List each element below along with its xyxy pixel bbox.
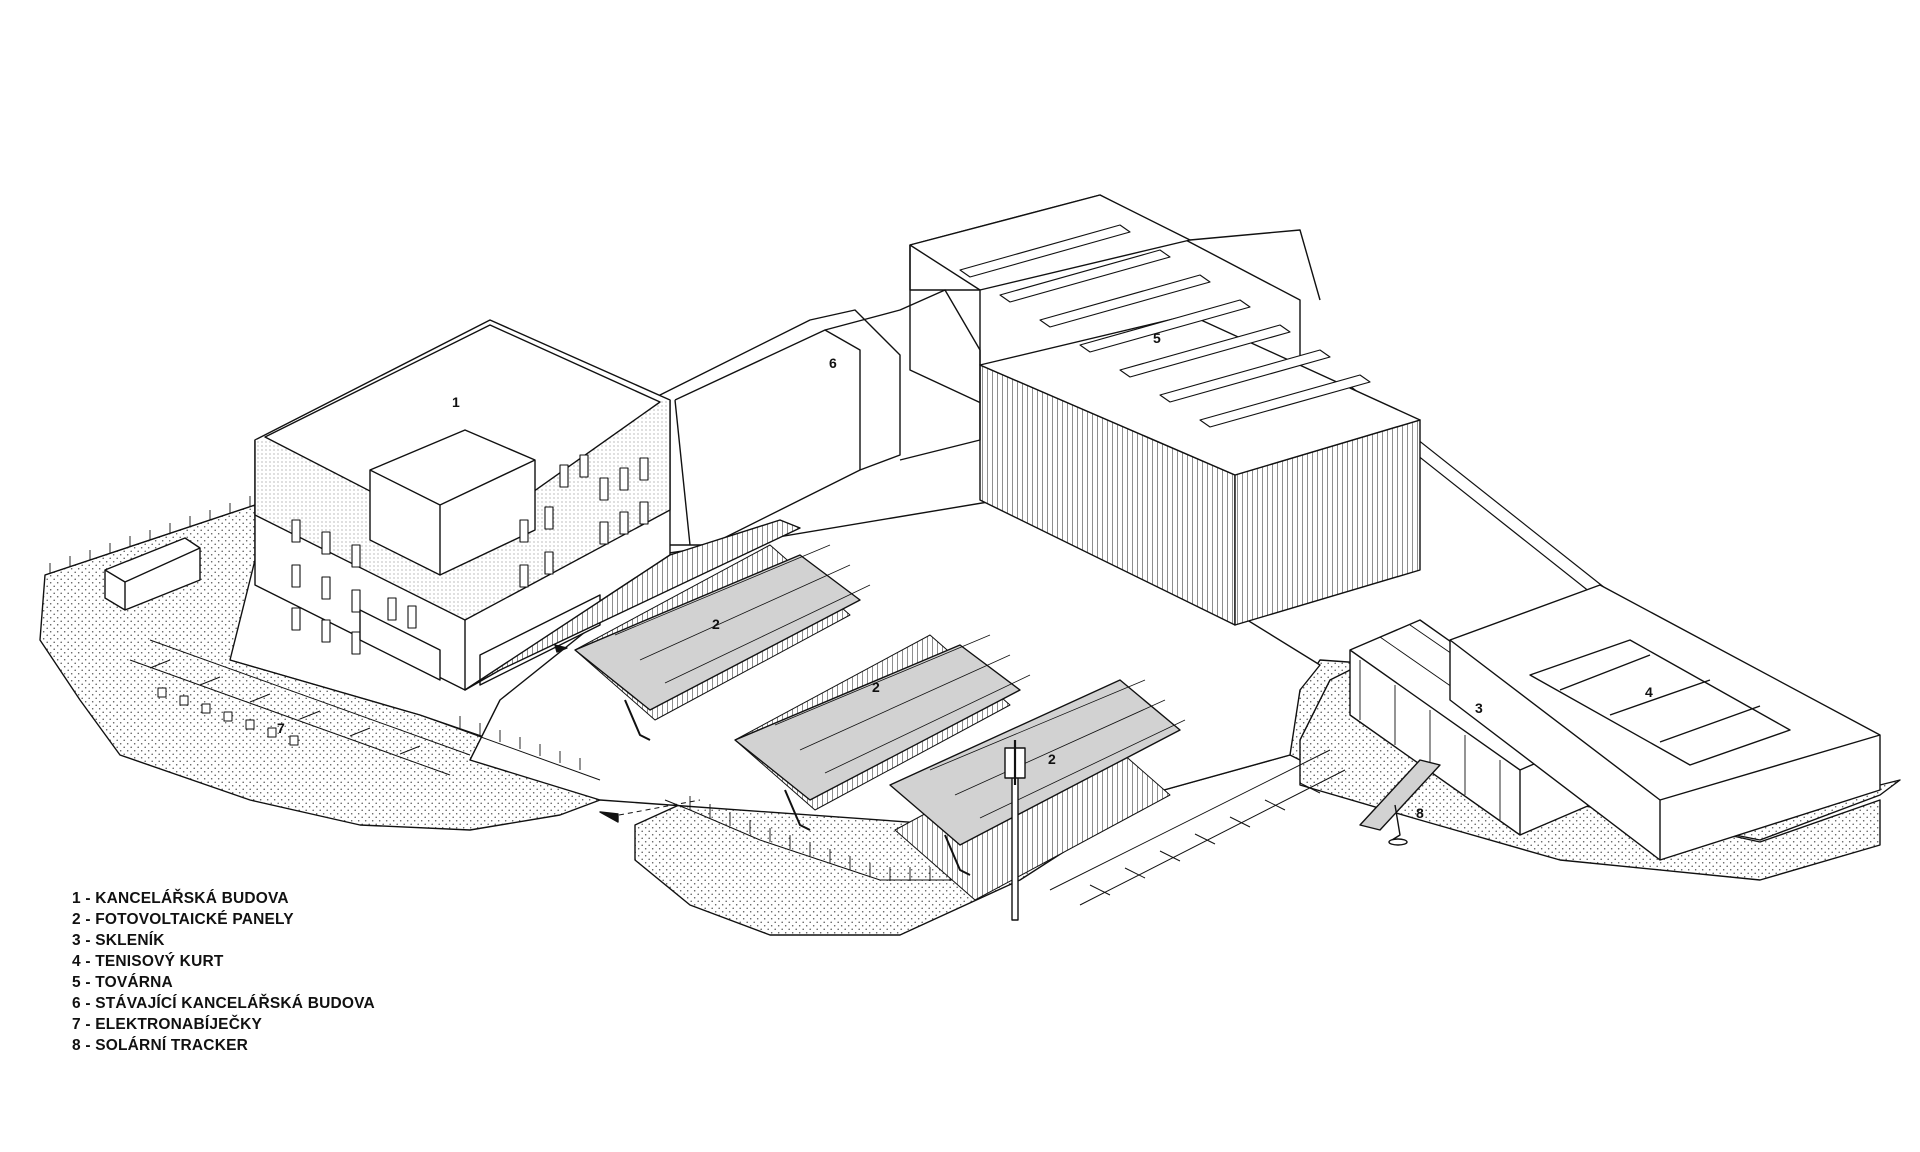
legend-item-office: 1 - KANCELÁŘSKÁ BUDOVA: [72, 890, 289, 907]
pv-canopy-a: [574, 544, 871, 741]
callout-pv-c: 2: [1048, 751, 1056, 767]
legend-item-existing-office: 6 - STÁVAJÍCÍ KANCELÁŘSKÁ BUDOVA: [72, 995, 375, 1012]
shed: [104, 537, 201, 611]
legend-item-tennis-court: 4 - TENISOVÝ KURT: [72, 953, 224, 970]
callout-existing-office: 6: [829, 355, 837, 371]
callout-chargers: 7: [277, 720, 285, 736]
legend-item-greenhouse: 3 - SKLENÍK: [72, 932, 165, 949]
callout-factory: 5: [1153, 330, 1161, 346]
solar-tracker: [1359, 759, 1441, 846]
office-building: [254, 319, 671, 691]
tennis-court: [1449, 584, 1881, 861]
parking-bays: [1049, 749, 1346, 906]
wind-turbine: [1004, 740, 1026, 921]
charging-bays: [129, 639, 471, 776]
legend: 1 - KANCELÁŘSKÁ BUDOVA 2 - FOTOVOLTAICKÉ…: [72, 888, 375, 1056]
callout-office: 1: [452, 394, 460, 410]
legend-item-solar-tracker: 8 - SOLÁRNÍ TRACKER: [72, 1037, 249, 1054]
legend-item-factory: 5 - TOVÁRNA: [72, 974, 173, 991]
callout-tennis: 4: [1645, 684, 1653, 700]
callout-tracker: 8: [1416, 805, 1424, 821]
pv-canopy-b: [734, 634, 1031, 831]
callout-pv-a: 2: [712, 616, 720, 632]
legend-item-chargers: 7 - ELEKTRONABÍJEČKY: [72, 1016, 263, 1033]
legend-item-pv-panels: 2 - FOTOVOLTAICKÉ PANELY: [72, 911, 294, 928]
existing-office-building: [659, 289, 981, 546]
factory-building: [909, 194, 1421, 626]
callout-greenhouse: 3: [1475, 700, 1483, 716]
callout-pv-b: 2: [872, 679, 880, 695]
